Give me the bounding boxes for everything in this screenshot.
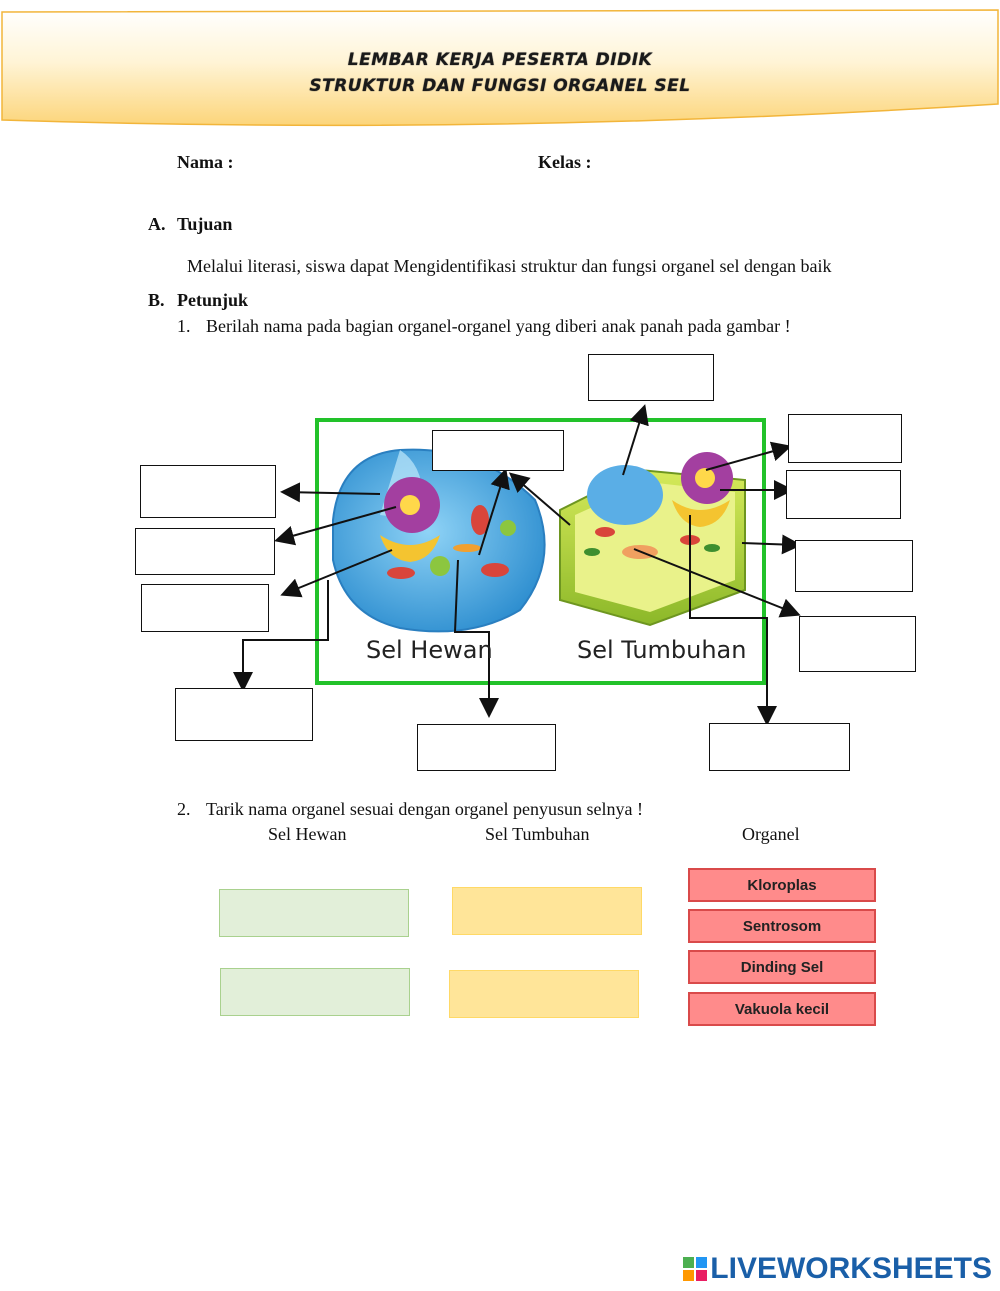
- plant-drop-zone-1[interactable]: [452, 887, 642, 935]
- cell-diagram: [233, 404, 802, 726]
- animal-drop-zone-1[interactable]: [219, 889, 409, 937]
- plant-cell-illustration: [559, 452, 746, 627]
- worksheet-title-line1: LEMBAR KERJA PESERTA DIDIK: [347, 50, 653, 70]
- organel-chip-kloroplas[interactable]: Kloroplas: [688, 868, 876, 902]
- objective-text: Melalui literasi, siswa dapat Mengidenti…: [187, 256, 832, 276]
- answer-box-right-2[interactable]: [786, 470, 901, 519]
- answer-box-top[interactable]: [588, 354, 714, 401]
- column-header-organel: Organel: [742, 824, 800, 844]
- animal-cell-label: Sel Hewan: [366, 636, 493, 664]
- organel-chip-vakuola-kecil[interactable]: Vakuola kecil: [688, 992, 876, 1026]
- plant-cell-label: Sel Tumbuhan: [577, 636, 747, 664]
- liveworksheets-brand-text: LIVEWORKSHEETS: [710, 1252, 992, 1285]
- section-b-heading: Petunjuk: [177, 290, 249, 310]
- plant-drop-zone-2[interactable]: [449, 970, 639, 1018]
- instruction-2-number: 2.: [177, 799, 191, 819]
- liveworksheets-logo: LIVEWORKSHEETS: [683, 1252, 992, 1286]
- column-header-animal: Sel Hewan: [268, 824, 347, 844]
- instruction-1-text: Berilah nama pada bagian organel-organel…: [206, 316, 791, 336]
- organel-chip-sentrosom[interactable]: Sentrosom: [688, 909, 876, 943]
- section-a-letter: A.: [148, 214, 166, 234]
- instruction-2-text: Tarik nama organel sesuai dengan organel…: [206, 799, 643, 819]
- answer-box-left-3[interactable]: [141, 584, 269, 632]
- header-banner: [1, 9, 999, 127]
- name-label: Nama :: [177, 152, 234, 172]
- instruction-1-number: 1.: [177, 316, 191, 336]
- section-b-letter: B.: [148, 290, 165, 310]
- animal-drop-zone-2[interactable]: [220, 968, 410, 1016]
- organel-chip-dinding-sel[interactable]: Dinding Sel: [688, 950, 876, 984]
- answer-box-right-3[interactable]: [795, 540, 913, 592]
- worksheet-title-line2: STRUKTUR DAN FUNGSI ORGANEL SEL: [309, 76, 691, 96]
- answer-box-right-4[interactable]: [799, 616, 916, 672]
- answer-box-left-1[interactable]: [140, 465, 276, 518]
- answer-box-bottom-left[interactable]: [175, 688, 313, 741]
- answer-box-bottom-center[interactable]: [417, 724, 556, 771]
- liveworksheets-logo-icon: [683, 1257, 708, 1281]
- class-label: Kelas :: [538, 152, 592, 172]
- section-a-heading: Tujuan: [177, 214, 233, 234]
- answer-box-left-2[interactable]: [135, 528, 275, 575]
- animal-cell-illustration: [332, 448, 546, 633]
- answer-box-center[interactable]: [432, 430, 564, 471]
- column-header-plant: Sel Tumbuhan: [485, 824, 590, 844]
- answer-box-bottom-right[interactable]: [709, 723, 850, 771]
- answer-box-right-1[interactable]: [788, 414, 902, 463]
